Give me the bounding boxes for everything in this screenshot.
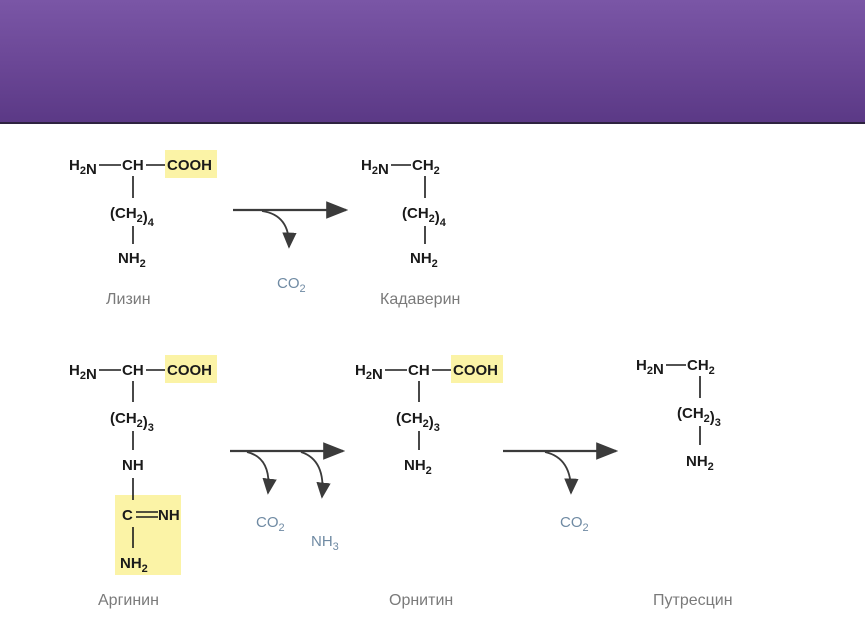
terminal-amine: NH2: [120, 555, 148, 575]
methylene-chain: (CH2)4: [110, 205, 155, 229]
reaction-arrow-1: CO2: [233, 201, 349, 295]
alpha-carbon: CH: [408, 362, 430, 379]
reaction-arrow-2: CO2 NH3: [230, 442, 346, 553]
ornithine-structure: H2N CH COOH (CH2)3 NH2 Орнитин: [355, 355, 503, 609]
methylene-carbon: CH2: [412, 157, 440, 177]
co2-label: CO2: [560, 514, 589, 534]
terminal-amine: NH2: [118, 250, 146, 270]
terminal-amine: NH2: [404, 457, 432, 477]
cadaverine-structure: H2N CH2 (CH2)4 NH2 Кадаверин: [361, 157, 460, 308]
imino-group: NH: [122, 457, 144, 474]
amine-group: H2N: [69, 157, 97, 178]
carboxyl-group: COOH: [167, 362, 212, 379]
terminal-amine: NH2: [686, 453, 714, 473]
co2-label: CO2: [277, 275, 306, 295]
carboxyl-highlight: [451, 355, 503, 383]
lysine-structure: H2N CH COOH (CH2)4 NH2 Лизин: [69, 150, 217, 308]
amine-group: H2N: [636, 357, 664, 378]
title-banner: [0, 0, 865, 124]
methylene-chain: (CH2)3: [677, 405, 721, 429]
guanidino-highlight: [115, 495, 181, 575]
nh3-label: NH3: [311, 533, 339, 553]
compound-name-lysine: Лизин: [106, 291, 151, 308]
arginine-structure: H2N CH COOH (CH2)3 NH C NH NH2 Аргинин: [69, 355, 217, 609]
amine-group: H2N: [361, 157, 389, 178]
carboxyl-group: COOH: [167, 157, 212, 174]
putrescine-structure: H2N CH2 (CH2)3 NH2 Путресцин: [636, 357, 733, 609]
guanidino-carbon: C: [122, 507, 133, 524]
compound-name-arginine: Аргинин: [98, 592, 159, 609]
compound-name-ornithine: Орнитин: [389, 592, 453, 609]
alpha-carbon: CH: [122, 157, 144, 174]
methylene-carbon: CH2: [687, 357, 715, 377]
amine-group: H2N: [355, 362, 383, 383]
imine-nh: NH: [158, 507, 180, 524]
terminal-amine: NH2: [410, 250, 438, 270]
carboxyl-highlight: [165, 355, 217, 383]
carboxyl-group: COOH: [453, 362, 498, 379]
methylene-chain: (CH2)3: [396, 410, 440, 434]
carboxyl-highlight: [165, 150, 217, 178]
co2-label: CO2: [256, 514, 285, 534]
methylene-chain: (CH2)4: [402, 205, 447, 229]
reaction-arrow-3: CO2: [503, 442, 619, 534]
compound-name-cadaverine: Кадаверин: [380, 291, 460, 308]
compound-name-putrescine: Путресцин: [653, 592, 733, 609]
alpha-carbon: CH: [122, 362, 144, 379]
methylene-chain: (CH2)3: [110, 410, 154, 434]
amine-group: H2N: [69, 362, 97, 383]
